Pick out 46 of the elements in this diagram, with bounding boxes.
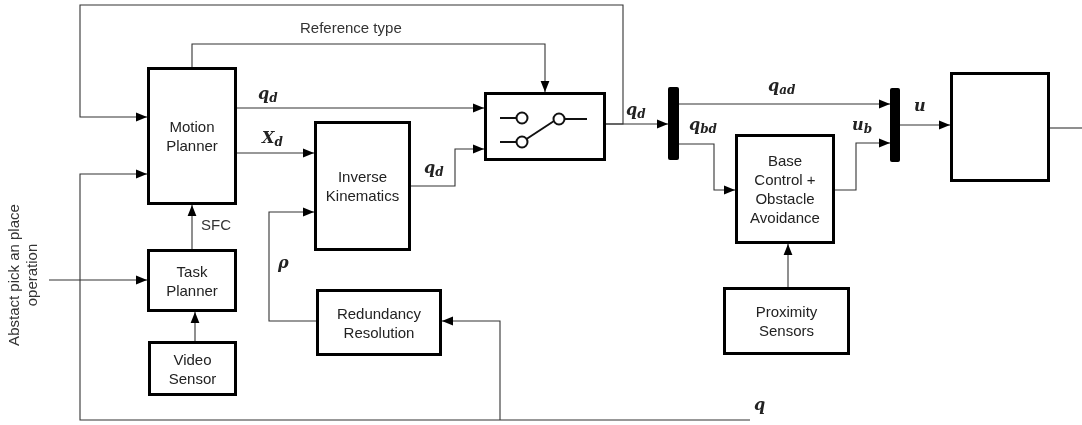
block-title: Video Sensor <box>167 349 218 388</box>
block-title: Base Control + Obstacle Avoidance <box>749 151 821 227</box>
signal-line <box>1049 127 1082 129</box>
process-block <box>147 249 237 312</box>
arrow <box>187 204 197 250</box>
process-block <box>735 134 835 244</box>
process-block <box>314 121 411 251</box>
arrow <box>79 169 751 421</box>
signal-symbol: q$_{d}$ <box>424 160 444 176</box>
arrow <box>410 144 485 187</box>
arrow <box>834 138 891 191</box>
edge-label: Reference type <box>300 20 402 35</box>
arrow <box>236 148 315 158</box>
block-title: Proximity Sensors <box>754 302 819 340</box>
arrow <box>190 311 200 342</box>
process-block <box>147 67 237 205</box>
block-title: Task Planner <box>165 261 219 300</box>
arrow <box>79 4 624 125</box>
arrow <box>48 275 148 285</box>
arrow <box>191 43 550 93</box>
arrow <box>441 316 501 421</box>
signal-bus-bar <box>890 88 900 162</box>
arrow <box>783 243 793 288</box>
arrow <box>236 103 485 113</box>
signal-symbol: u$_{b}$ <box>852 117 873 133</box>
arrow <box>268 207 317 322</box>
arrow <box>678 99 891 109</box>
signal-bus-bar <box>668 87 679 160</box>
process-block <box>148 341 237 396</box>
signal-symbol: ρ <box>278 255 289 271</box>
block-title: Inverse Kinematics <box>324 167 401 205</box>
signal-symbol: q$_{d}$ <box>258 86 278 102</box>
input-label: Abstact pick an place operation <box>5 185 49 365</box>
arrow <box>678 143 736 195</box>
robot-block <box>950 72 1050 182</box>
arrow <box>899 120 951 130</box>
process-block <box>316 289 442 356</box>
edge-label: SFC <box>201 217 231 232</box>
signal-symbol: X$_{d}$ <box>262 130 283 146</box>
block-title: Motion Planner <box>165 117 219 155</box>
signal-symbol: q <box>754 397 766 413</box>
signal-symbol: q$_{d}$ <box>626 102 646 118</box>
signal-symbol: u <box>914 98 926 114</box>
block-title: Redundancy Resolution <box>335 303 423 342</box>
switch-block <box>484 92 606 161</box>
process-block <box>723 287 850 355</box>
